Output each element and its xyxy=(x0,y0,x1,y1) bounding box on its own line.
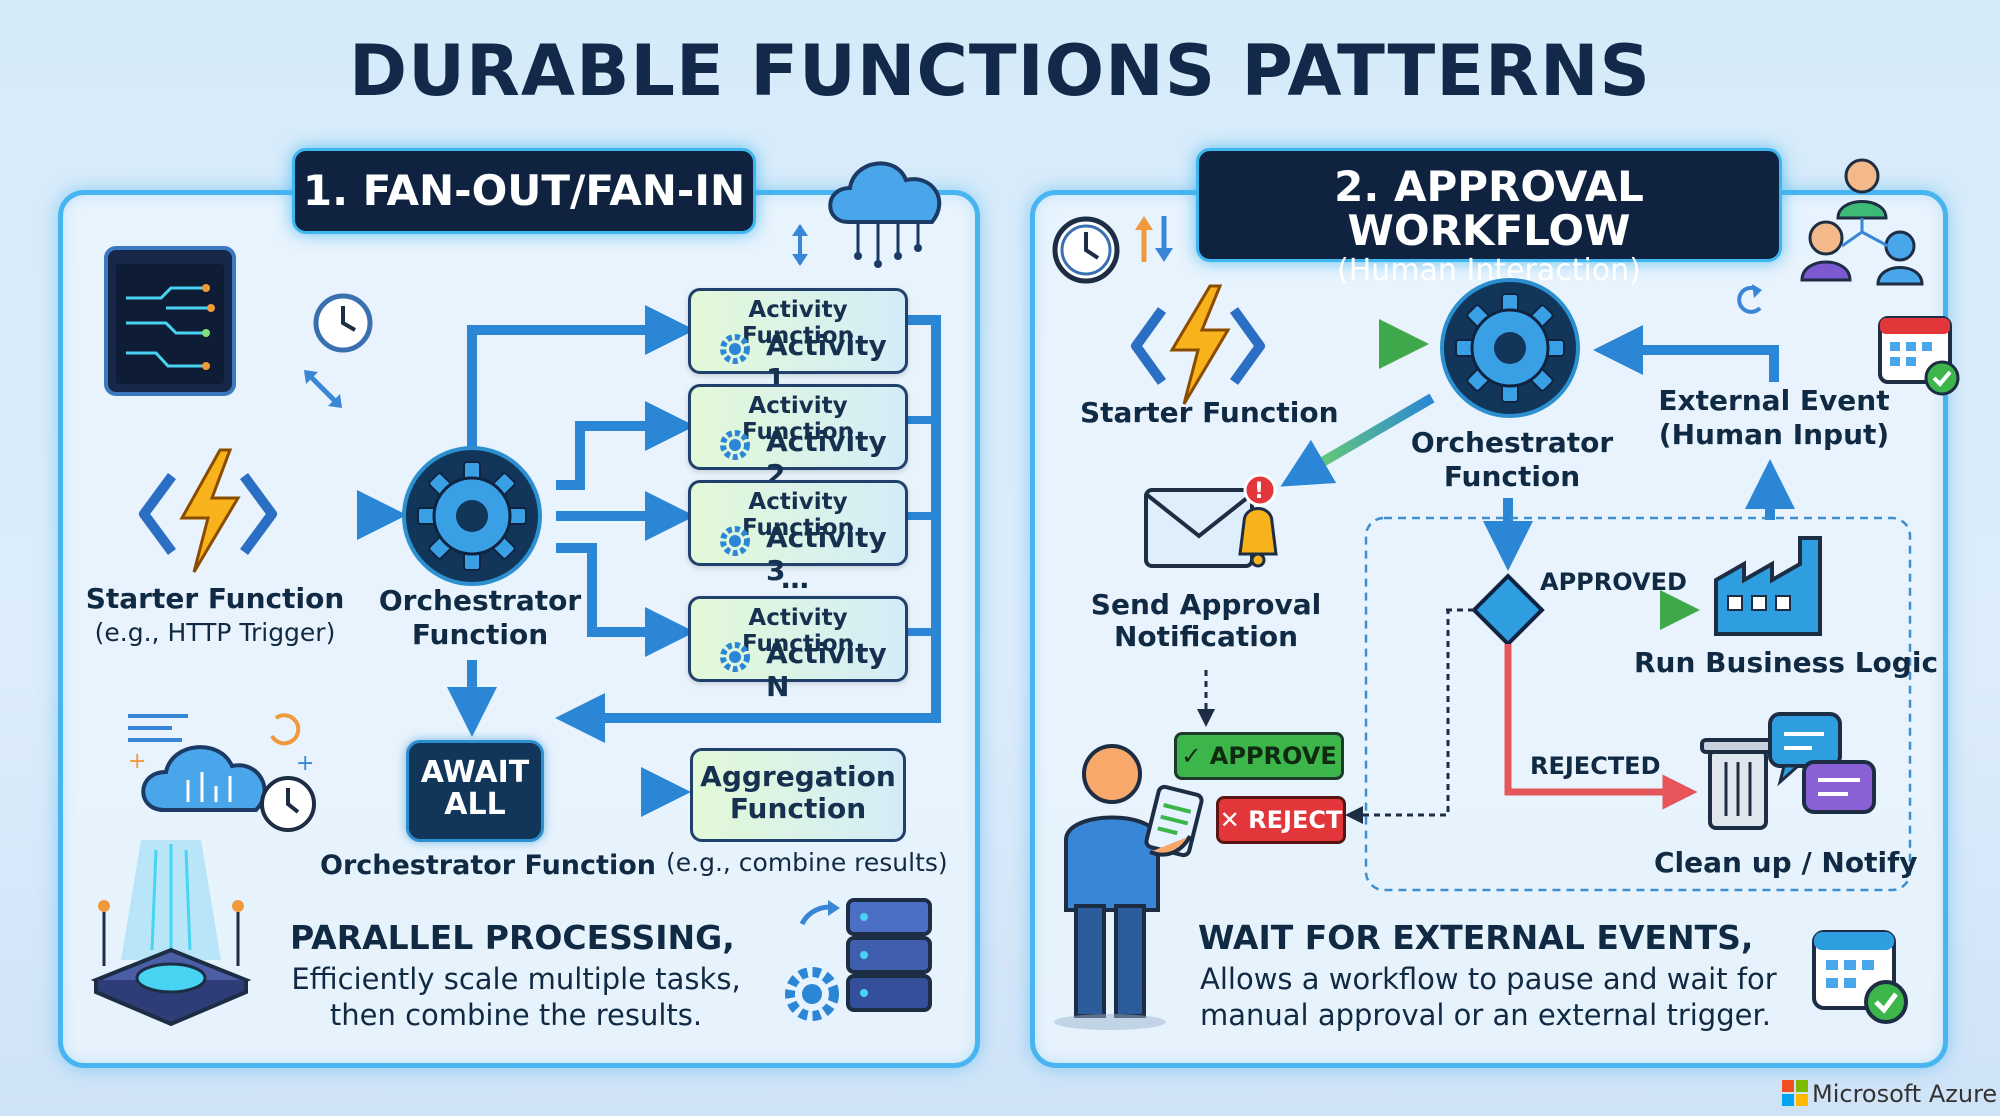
approval-header-title: 2. APPROVAL WORKFLOW xyxy=(1334,162,1644,255)
orchestrator-label-line1: Orchestrator xyxy=(378,584,582,617)
resize-arrows-icon xyxy=(304,370,342,408)
gear-icon xyxy=(720,642,750,672)
approved-label: APPROVED xyxy=(1540,568,1687,596)
page-title: DURABLE FUNCTIONS PATTERNS xyxy=(349,30,1651,112)
send-notification-line1: Send Approval xyxy=(1090,588,1322,621)
email-notification-icon: ! xyxy=(1144,473,1278,568)
factory-icon xyxy=(1714,536,1822,636)
activity-n-name: Activity N xyxy=(766,637,887,703)
microsoft-logo-icon xyxy=(1782,1080,1808,1106)
fan-out-summary-line2: then combine the results. xyxy=(329,998,703,1032)
reject-button[interactable]: ✕ REJECT xyxy=(1216,796,1346,844)
starter-function-label: Starter Function xyxy=(85,582,345,615)
vertical-arrows-icon xyxy=(792,224,808,266)
footer-brand: Microsoft Azure xyxy=(1812,1080,1998,1108)
starter-function-label-right: Starter Function xyxy=(1080,396,1339,429)
gear-icon xyxy=(720,526,750,556)
approval-summary-line1: Allows a workflow to pause and wait for xyxy=(1200,962,1777,996)
external-event-line2: (Human Input) xyxy=(1658,418,1890,451)
activity-2-type: Activity Function xyxy=(741,393,854,445)
starter-function-icon xyxy=(139,448,277,573)
decision-diamond xyxy=(1471,573,1545,647)
cloud-analytics-icon: + + xyxy=(128,713,316,832)
gear-icon xyxy=(720,334,750,364)
fan-out-summary-title: PARALLEL PROCESSING, xyxy=(290,918,735,957)
activity-2-box: Activity Function Activity 2 xyxy=(688,384,908,491)
starter-function-icon xyxy=(1131,284,1265,405)
orchestrator-gear-icon xyxy=(1440,278,1580,418)
people-network-icon xyxy=(1800,158,1924,286)
svg-text:!: ! xyxy=(1254,479,1264,504)
cleanup-notify-label: Clean up / Notify xyxy=(1654,846,1918,879)
aggregation-line2: Function xyxy=(729,792,867,825)
clock-icon xyxy=(313,293,373,353)
gear-icon xyxy=(720,430,750,460)
activity-3-type: Activity Function xyxy=(741,489,854,541)
activity-1-name: Activity 1 xyxy=(766,329,887,395)
orchestrator-label-line2: Function xyxy=(411,618,549,651)
await-line2: ALL xyxy=(444,787,506,822)
calendar-check-icon xyxy=(1878,316,1960,396)
approval-summary-title: WAIT FOR EXTERNAL EVENTS, xyxy=(1198,918,1754,957)
rejected-label: REJECTED xyxy=(1530,752,1661,780)
approval-header: 2. APPROVAL WORKFLOW (Human Interaction) xyxy=(1196,148,1782,288)
aggregation-caption: (e.g., combine results) xyxy=(666,848,948,877)
await-all-box: AWAIT ALL xyxy=(406,740,544,842)
fan-out-header: 1. FAN-OUT/FAN-IN xyxy=(292,148,756,234)
approve-button[interactable]: ✓ APPROVE xyxy=(1174,732,1344,780)
activity-3-box: Activity Function Activity 3 xyxy=(688,480,908,587)
activity-3-name: Activity 3 xyxy=(766,521,887,587)
clock-icon xyxy=(1052,216,1120,284)
server-hologram-icon xyxy=(90,840,252,1027)
aggregation-line1: Aggregation xyxy=(700,760,896,793)
activity-n-type: Activity Function xyxy=(741,605,854,657)
trash-chat-icon xyxy=(1700,712,1876,830)
activity-1-type: Activity Function xyxy=(741,297,854,349)
send-notification-line2: Notification xyxy=(1113,620,1299,653)
refresh-icon xyxy=(1737,284,1762,314)
await-line1: AWAIT xyxy=(420,755,530,790)
activity-ellipsis: … xyxy=(781,562,809,595)
approval-summary-line2: manual approval or an external trigger. xyxy=(1200,998,1771,1032)
database-gear-icon xyxy=(785,898,932,1021)
aggregation-function-box: Aggregation Function xyxy=(690,748,906,842)
activity-1-box: Activity Function Activity 1 xyxy=(688,288,908,395)
sync-arrows-icon xyxy=(1135,216,1173,262)
calendar-check-icon xyxy=(1812,930,1908,1024)
cloud-network-icon xyxy=(828,161,942,268)
person-tablet-icon xyxy=(1054,744,1204,1030)
circuit-monitor-icon xyxy=(104,246,236,396)
orchestrator-right-line2: Function xyxy=(1443,460,1581,493)
activity-n-box: Activity Function Activity N xyxy=(688,596,908,703)
svg-text:+: + xyxy=(296,751,314,776)
external-event-line1: External Event xyxy=(1658,384,1890,417)
run-business-logic-label: Run Business Logic xyxy=(1634,646,1939,679)
starter-function-subtitle: (e.g., HTTP Trigger) xyxy=(94,618,336,647)
await-caption: Orchestrator Function xyxy=(320,850,656,881)
orchestrator-right-line1: Orchestrator xyxy=(1410,426,1614,459)
fan-out-summary-line1: Efficiently scale multiple tasks, xyxy=(291,962,741,996)
svg-text:+: + xyxy=(128,749,146,774)
orchestrator-gear-icon xyxy=(402,446,542,586)
